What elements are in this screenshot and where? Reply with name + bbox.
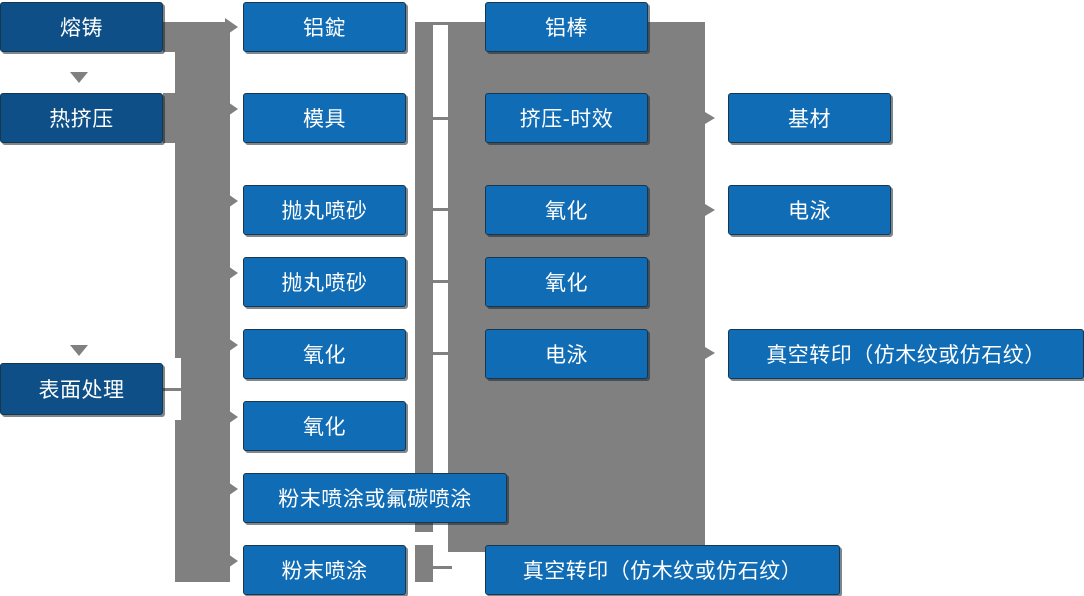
col2-node-1-label: 铝錠: [303, 17, 346, 40]
arrow-to-col2-8: [225, 552, 238, 570]
mid-stub-2: [430, 117, 452, 120]
stage-box-casting[interactable]: 熔铸: [0, 2, 163, 52]
col2-node-4-label: 抛丸喷砂: [281, 272, 368, 295]
col4-node-1[interactable]: 基材: [728, 93, 891, 143]
stage-box-casting-label: 熔铸: [60, 17, 103, 40]
col3-node-2-label: 挤压-时效: [519, 108, 614, 131]
arrow-to-col4-1: [705, 112, 715, 124]
col2-node-2-label: 模具: [303, 108, 346, 131]
col4-node-2-label: 电泳: [788, 200, 831, 223]
stage-box-hot-extrusion[interactable]: 热挤压: [0, 93, 163, 143]
col3-node-3-label: 氧化: [545, 200, 588, 223]
col2-node-3[interactable]: 抛丸喷砂: [243, 185, 406, 235]
col2-node-7[interactable]: 粉末喷涂或氟碳喷涂: [243, 473, 507, 523]
col2-node-2[interactable]: 模具: [243, 93, 406, 143]
stage-box-hot-extrusion-label: 热挤压: [49, 108, 114, 131]
left-connector-trunk: [175, 22, 230, 582]
arrow-to-col2-7: [225, 480, 238, 498]
col2-node-5[interactable]: 氧化: [243, 329, 406, 379]
arrow-to-col2-6: [225, 408, 238, 426]
arrow-to-col4-2: [705, 204, 715, 216]
col2-node-7-label: 粉末喷涂或氟碳喷涂: [278, 488, 472, 511]
mid-stub-1: [430, 22, 452, 25]
col2-node-4[interactable]: 抛丸喷砂: [243, 257, 406, 307]
arrow-extrusion-to-surface: [70, 345, 88, 356]
surface-to-trunk-line: [160, 388, 185, 391]
mid-connector-rail-lower: [415, 545, 433, 582]
mid-connector-rail: [415, 22, 433, 532]
col3-node-6[interactable]: 真空转印（仿木纹或仿石纹）: [485, 545, 840, 595]
col2-node-1[interactable]: 铝錠: [243, 2, 406, 52]
col3-node-4-label: 氧化: [545, 272, 588, 295]
col3-node-6-label: 真空转印（仿木纹或仿石纹）: [522, 560, 803, 583]
col2-node-8[interactable]: 粉末喷涂: [243, 545, 406, 595]
left-connector-top-stub: [163, 22, 177, 52]
col2-node-8-label: 粉末喷涂: [281, 560, 368, 583]
col3-node-5-label: 电泳: [545, 344, 588, 367]
arrow-to-col2-2: [225, 100, 238, 118]
col4-node-3-label: 真空转印（仿木纹或仿石纹）: [766, 344, 1046, 367]
col4-node-2[interactable]: 电泳: [728, 185, 891, 235]
col3-node-2[interactable]: 挤压-时效: [485, 93, 648, 143]
mid-stub-5: [430, 352, 452, 355]
col2-node-5-label: 氧化: [303, 344, 346, 367]
stage-box-surface-treatment-label: 表面处理: [38, 379, 125, 402]
col4-node-1-label: 基材: [788, 108, 831, 131]
col4-node-3[interactable]: 真空转印（仿木纹或仿石纹）: [728, 329, 1084, 379]
arrow-to-col4-3: [705, 347, 715, 359]
arrow-casting-to-extrusion: [70, 72, 88, 83]
mid-stub-4: [430, 280, 452, 283]
mid-stub-3: [430, 208, 452, 211]
col3-node-4[interactable]: 氧化: [485, 257, 648, 307]
col2-node-3-label: 抛丸喷砂: [281, 200, 368, 223]
col3-node-5[interactable]: 电泳: [485, 329, 648, 379]
arrow-to-col2-4: [225, 264, 238, 282]
col2-node-6-label: 氧化: [303, 416, 346, 439]
col3-node-1[interactable]: 铝棒: [485, 2, 648, 52]
col3-node-1-label: 铝棒: [545, 17, 588, 40]
arrow-to-col2-1: [225, 18, 238, 36]
mid-stub-6: [430, 566, 452, 569]
arrow-to-col2-3: [225, 192, 238, 210]
arrow-to-col2-5: [225, 336, 238, 354]
left-connector-mid-stub: [163, 93, 177, 143]
col2-node-6[interactable]: 氧化: [243, 401, 406, 451]
stage-box-surface-treatment[interactable]: 表面处理: [0, 363, 163, 415]
col3-node-3[interactable]: 氧化: [485, 185, 648, 235]
